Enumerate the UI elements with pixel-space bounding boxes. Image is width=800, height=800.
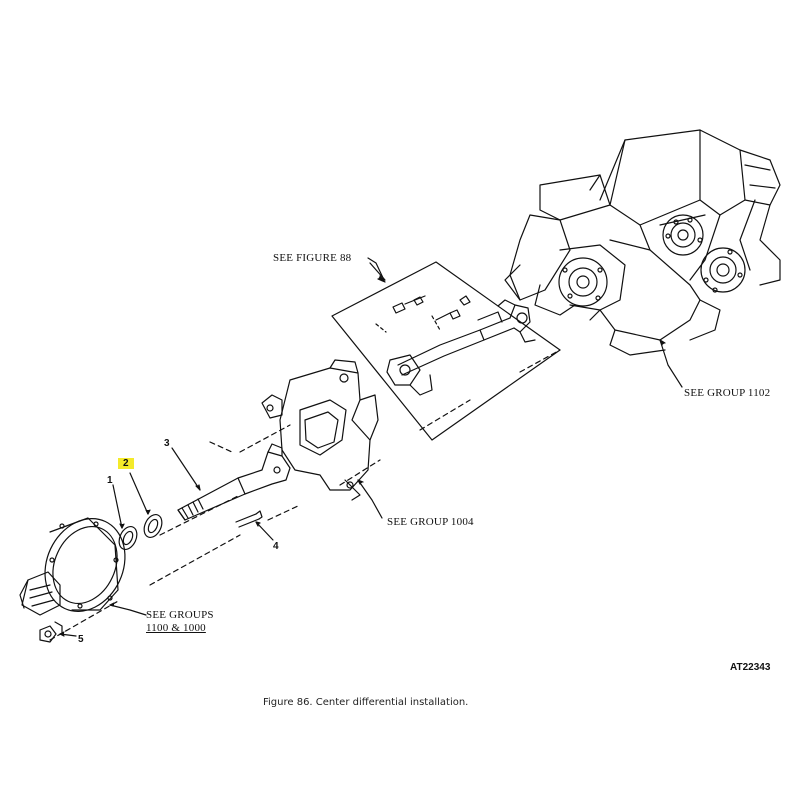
leader-1: [112, 484, 123, 529]
leader-figure-88: [367, 257, 385, 281]
leader-group-1004: [357, 479, 383, 519]
inset-bolts: [392, 295, 471, 321]
assembly-centerline: [49, 349, 561, 641]
adapter-housing: [261, 359, 379, 501]
figure-caption: Figure 86. Center differential installat…: [263, 697, 469, 708]
item-number-4: 4: [273, 541, 279, 552]
callout-see-figure-88: SEE FIGURE 88: [273, 252, 352, 264]
seal-rings: [118, 514, 163, 550]
leader-group-1102: [659, 339, 683, 388]
bolt-4: [235, 510, 263, 528]
callout-see-group-1102: SEE GROUP 1102: [684, 387, 771, 399]
figure-88-inset: [331, 261, 561, 441]
leader-4: [255, 521, 274, 541]
leader-3: [171, 447, 201, 491]
transfer-case-assembly: [504, 129, 781, 356]
inset-driveshaft: [386, 299, 536, 396]
drawing-code: AT22343: [730, 662, 771, 673]
callout-see-groups-line2: 1100 & 1000: [146, 622, 206, 634]
item-number-2-highlighted: 2: [118, 458, 134, 469]
leader-groups-1100: [109, 604, 147, 616]
item-number-1: 1: [107, 475, 113, 486]
item-number-3: 3: [164, 438, 170, 449]
item-number-5: 5: [78, 634, 84, 645]
flange-assembly: [19, 517, 126, 616]
callout-see-group-1004: SEE GROUP 1004: [387, 516, 474, 528]
callout-see-groups-line1: SEE GROUPS: [146, 609, 214, 621]
leader-2: [129, 472, 149, 515]
